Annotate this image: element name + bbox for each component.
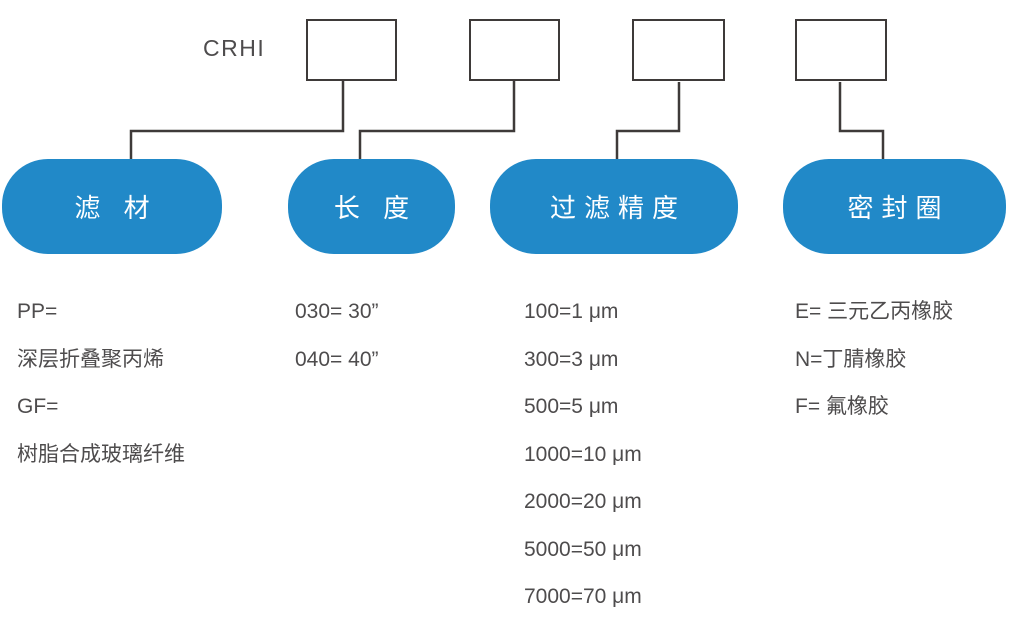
option-line: F= 氟橡胶 xyxy=(795,395,889,418)
option-list-length: 030= 30” 040= 40” xyxy=(295,288,379,383)
category-pill-label: 密封圈 xyxy=(847,193,950,223)
option-line: 7000=70 μm xyxy=(524,585,642,608)
option-list-seal-ring: E= 三元乙丙橡胶 N=丁腈橡胶 F= 氟橡胶 xyxy=(795,288,953,431)
code-box-filter-media xyxy=(306,19,397,81)
code-box-length xyxy=(469,19,560,81)
category-pill-seal-ring: 密封圈 xyxy=(783,159,1006,254)
option-line: 1000=10 μm xyxy=(524,442,642,466)
category-pill-label: 滤 材 xyxy=(74,193,158,223)
option-line: 500=5 μm xyxy=(524,395,619,418)
option-line: PP= xyxy=(17,300,58,323)
option-line: N=丁腈橡胶 xyxy=(795,347,907,371)
connector-line-filtration-rating xyxy=(615,82,681,160)
option-line: E= 三元乙丙橡胶 xyxy=(795,300,954,323)
option-list-filtration-rating: 100=1 μm 300=3 μm 500=5 μm 1000=10 μm 20… xyxy=(524,288,642,621)
option-line: 5000=50 μm xyxy=(524,537,642,561)
option-line: 300=3 μm xyxy=(524,347,619,371)
code-box-filtration-rating xyxy=(632,19,725,81)
option-list-filter-media: PP= 深层折叠聚丙烯 GF= 树脂合成玻璃纤维 xyxy=(17,288,185,478)
option-line: 100=1 μm xyxy=(524,300,619,323)
category-pill-length: 长 度 xyxy=(288,159,455,254)
option-line: 深层折叠聚丙烯 xyxy=(17,347,164,371)
connector-line-filter-media xyxy=(129,81,345,160)
connector-line-seal-ring xyxy=(838,82,885,160)
option-line: 030= 30” xyxy=(295,300,379,323)
option-line: 树脂合成玻璃纤维 xyxy=(17,442,185,466)
option-line: 040= 40” xyxy=(295,347,379,371)
model-prefix-label: CRHI xyxy=(203,35,266,61)
code-box-seal-ring xyxy=(795,19,887,81)
category-pill-filtration-rating: 过滤精度 xyxy=(490,159,738,254)
connector-line-length xyxy=(358,81,516,160)
option-line: GF= xyxy=(17,395,59,418)
category-pill-label: 长 度 xyxy=(333,193,418,223)
category-pill-label: 过滤精度 xyxy=(549,193,686,223)
option-line: 2000=20 μm xyxy=(524,490,642,513)
category-pill-filter-media: 滤 材 xyxy=(2,159,222,254)
